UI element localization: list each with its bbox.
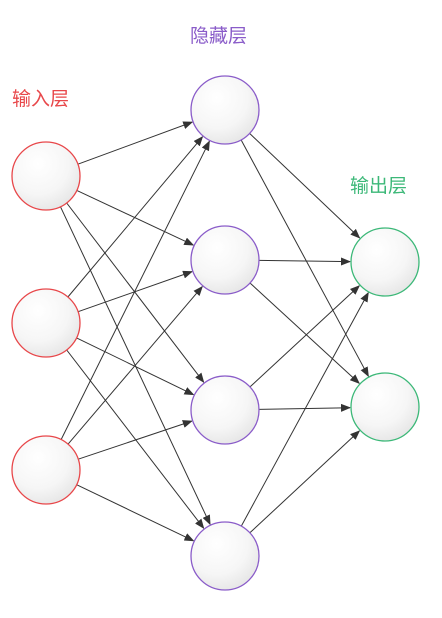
edge-hidden-3-to-output-2 — [258, 403, 351, 412]
edge-input-2-to-hidden-3 — [76, 337, 195, 396]
input-node-2 — [11, 288, 81, 358]
edge-input-1-to-hidden-3 — [66, 202, 205, 383]
hidden-node-1 — [190, 75, 260, 145]
edge-hidden-1-to-output-1 — [249, 133, 361, 239]
connections-group — [60, 121, 369, 542]
edge-input-3-to-hidden-2 — [67, 285, 203, 445]
edge-hidden-2-to-output-1 — [258, 257, 351, 266]
input-node-1 — [11, 141, 81, 211]
edge-input-3-to-hidden-1 — [60, 140, 210, 440]
output-node-1 — [350, 227, 420, 297]
nodes-group — [11, 75, 420, 591]
output-layer-title: 输出层 — [350, 175, 407, 197]
edge-input-2-to-hidden-4 — [66, 349, 205, 529]
edge-input-3-to-hidden-4 — [76, 484, 195, 542]
edge-input-3-to-hidden-3 — [78, 420, 193, 460]
input-layer-title: 输入层 — [12, 88, 69, 110]
edge-hidden-3-to-output-1 — [249, 285, 361, 388]
output-node-2 — [350, 372, 420, 442]
hidden-layer-title: 隐藏层 — [190, 25, 247, 47]
hidden-node-2 — [190, 225, 260, 295]
edge-hidden-4-to-output-2 — [249, 430, 361, 534]
input-node-3 — [11, 435, 81, 505]
edge-hidden-4-to-output-1 — [240, 291, 369, 527]
edge-input-1-to-hidden-1 — [77, 121, 194, 165]
edge-hidden-2-to-output-2 — [249, 282, 360, 384]
hidden-node-4 — [190, 521, 260, 591]
edge-hidden-1-to-output-2 — [240, 139, 369, 378]
hidden-node-3 — [190, 375, 260, 445]
edge-input-2-to-hidden-1 — [67, 136, 204, 298]
